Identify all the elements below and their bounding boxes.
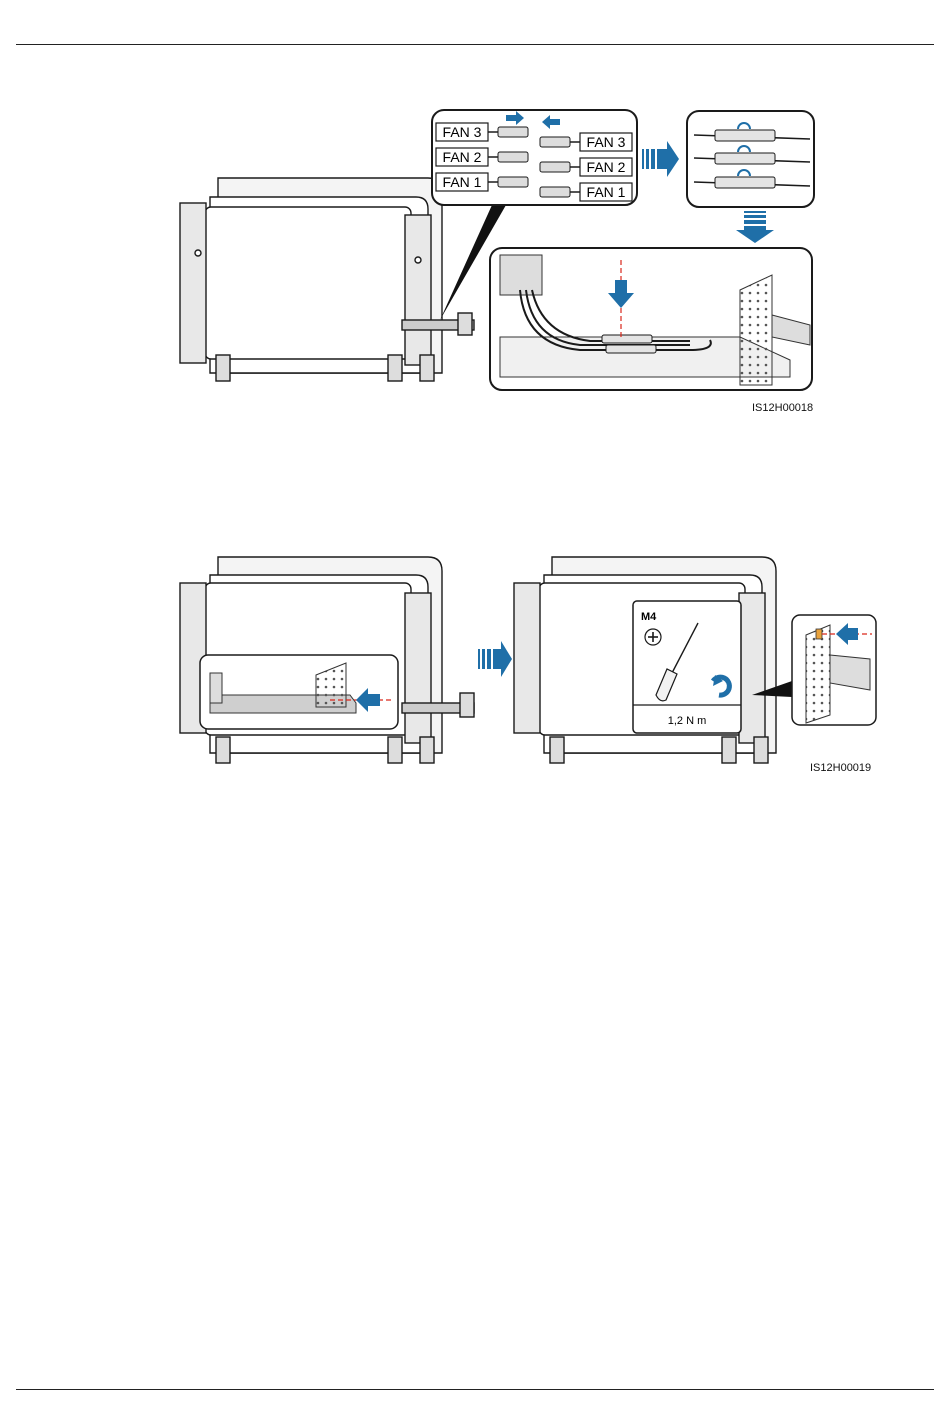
callout-cable-tray bbox=[490, 248, 812, 390]
step-arrow-down bbox=[736, 211, 774, 243]
callout-screw-detail bbox=[792, 615, 876, 725]
step-arrow-right-2 bbox=[478, 641, 512, 677]
fan-label-right-2: FAN 2 bbox=[587, 159, 626, 175]
step-arrow-right bbox=[642, 141, 679, 177]
inverter-illustration bbox=[180, 178, 474, 381]
figure-id-1: IS12H00018 bbox=[752, 402, 813, 414]
phillips-screw-icon bbox=[645, 629, 661, 645]
fan-label-right-3: FAN 3 bbox=[587, 134, 626, 150]
fan-label-left-2: FAN 2 bbox=[443, 149, 482, 165]
fan-label-right-1: FAN 1 bbox=[587, 184, 626, 200]
header-rule bbox=[16, 44, 934, 45]
callout-tray-slide-in bbox=[200, 655, 398, 729]
figure-id-2: IS12H00019 bbox=[810, 762, 871, 774]
callout-locked-connectors bbox=[687, 111, 814, 207]
torque-value: 1,2 N m bbox=[668, 715, 707, 727]
fan-label-left-3: FAN 3 bbox=[443, 124, 482, 140]
screw-type-label: M4 bbox=[641, 611, 657, 623]
fan-label-left-1: FAN 1 bbox=[443, 174, 482, 190]
footer-rule bbox=[16, 1389, 934, 1390]
figure-tray-installation: M4 1,2 N m bbox=[170, 555, 880, 770]
figure-fan-cable-connection: FAN 3 FAN 2 FAN 1 FAN 3 FAN 2 FAN 1 bbox=[170, 105, 820, 395]
